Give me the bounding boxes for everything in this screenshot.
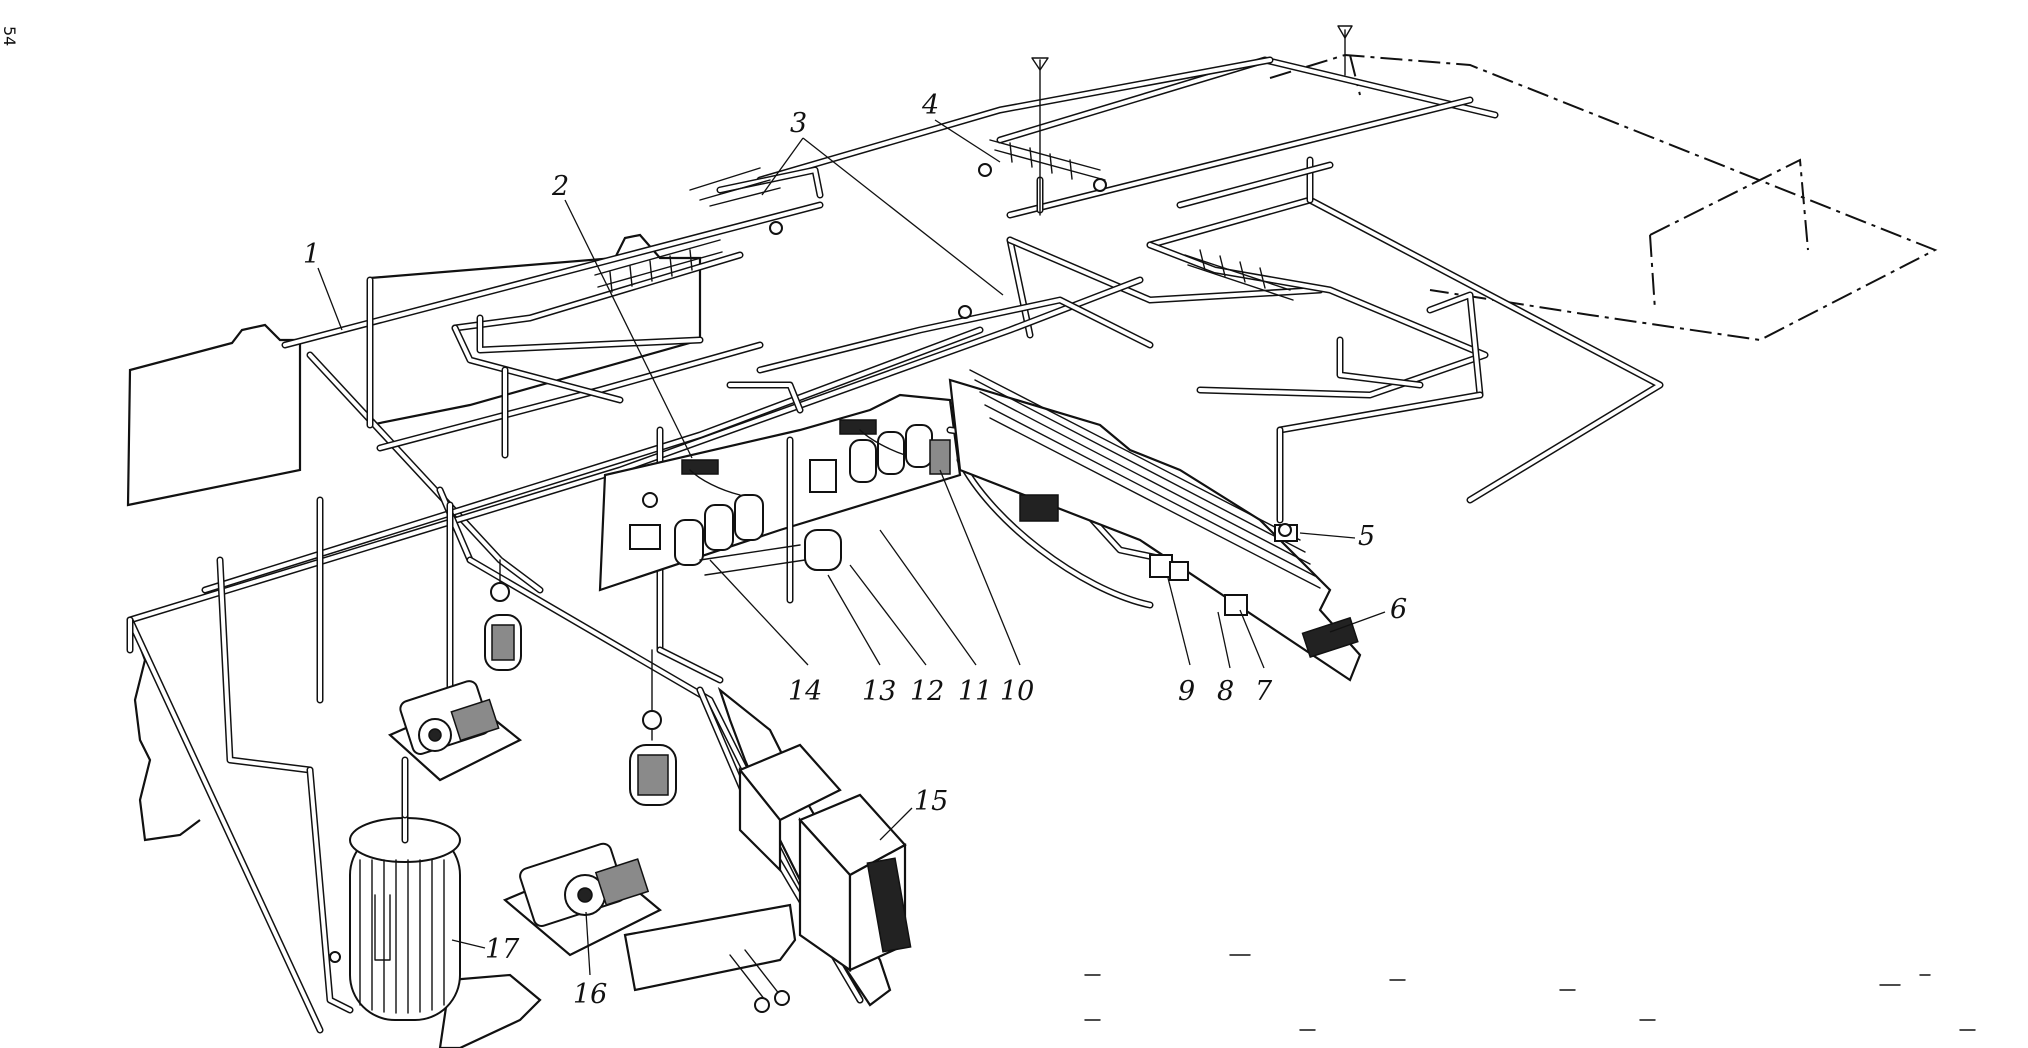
callout-4: 4 <box>921 90 939 121</box>
callout-12: 12 <box>910 676 944 707</box>
callout-1: 1 <box>303 239 320 270</box>
callout-11: 11 <box>958 676 992 707</box>
compressor-units <box>306 559 797 1021</box>
callout-14: 14 <box>788 676 822 707</box>
callout-7: 7 <box>1255 676 1273 707</box>
callout-10: 10 <box>1000 676 1034 707</box>
condenser-block <box>738 743 912 973</box>
left-bulkhead <box>126 233 702 507</box>
callout-3: 3 <box>790 108 807 139</box>
corner-mark: 54 <box>0 26 19 46</box>
callout-5: 5 <box>1358 521 1375 552</box>
callout-labels: 1 2 3 4 5 6 7 8 9 10 11 12 13 14 15 16 <box>303 90 1407 1010</box>
callout-6: 6 <box>1390 594 1407 625</box>
callout-8: 8 <box>1217 676 1234 707</box>
callout-2: 2 <box>551 171 569 202</box>
callout-9: 9 <box>1178 676 1195 707</box>
callout-16: 16 <box>573 979 607 1010</box>
callout-17: 17 <box>485 934 520 965</box>
right-pipe-rack <box>948 369 1362 682</box>
callout-15: 15 <box>914 786 948 817</box>
rear-frame-outline <box>1269 25 1938 342</box>
scan-marks <box>1084 954 1976 1031</box>
upper-pipe-network <box>756 56 1664 524</box>
callout-13: 13 <box>862 676 896 707</box>
main-pipe-network <box>126 163 1154 774</box>
